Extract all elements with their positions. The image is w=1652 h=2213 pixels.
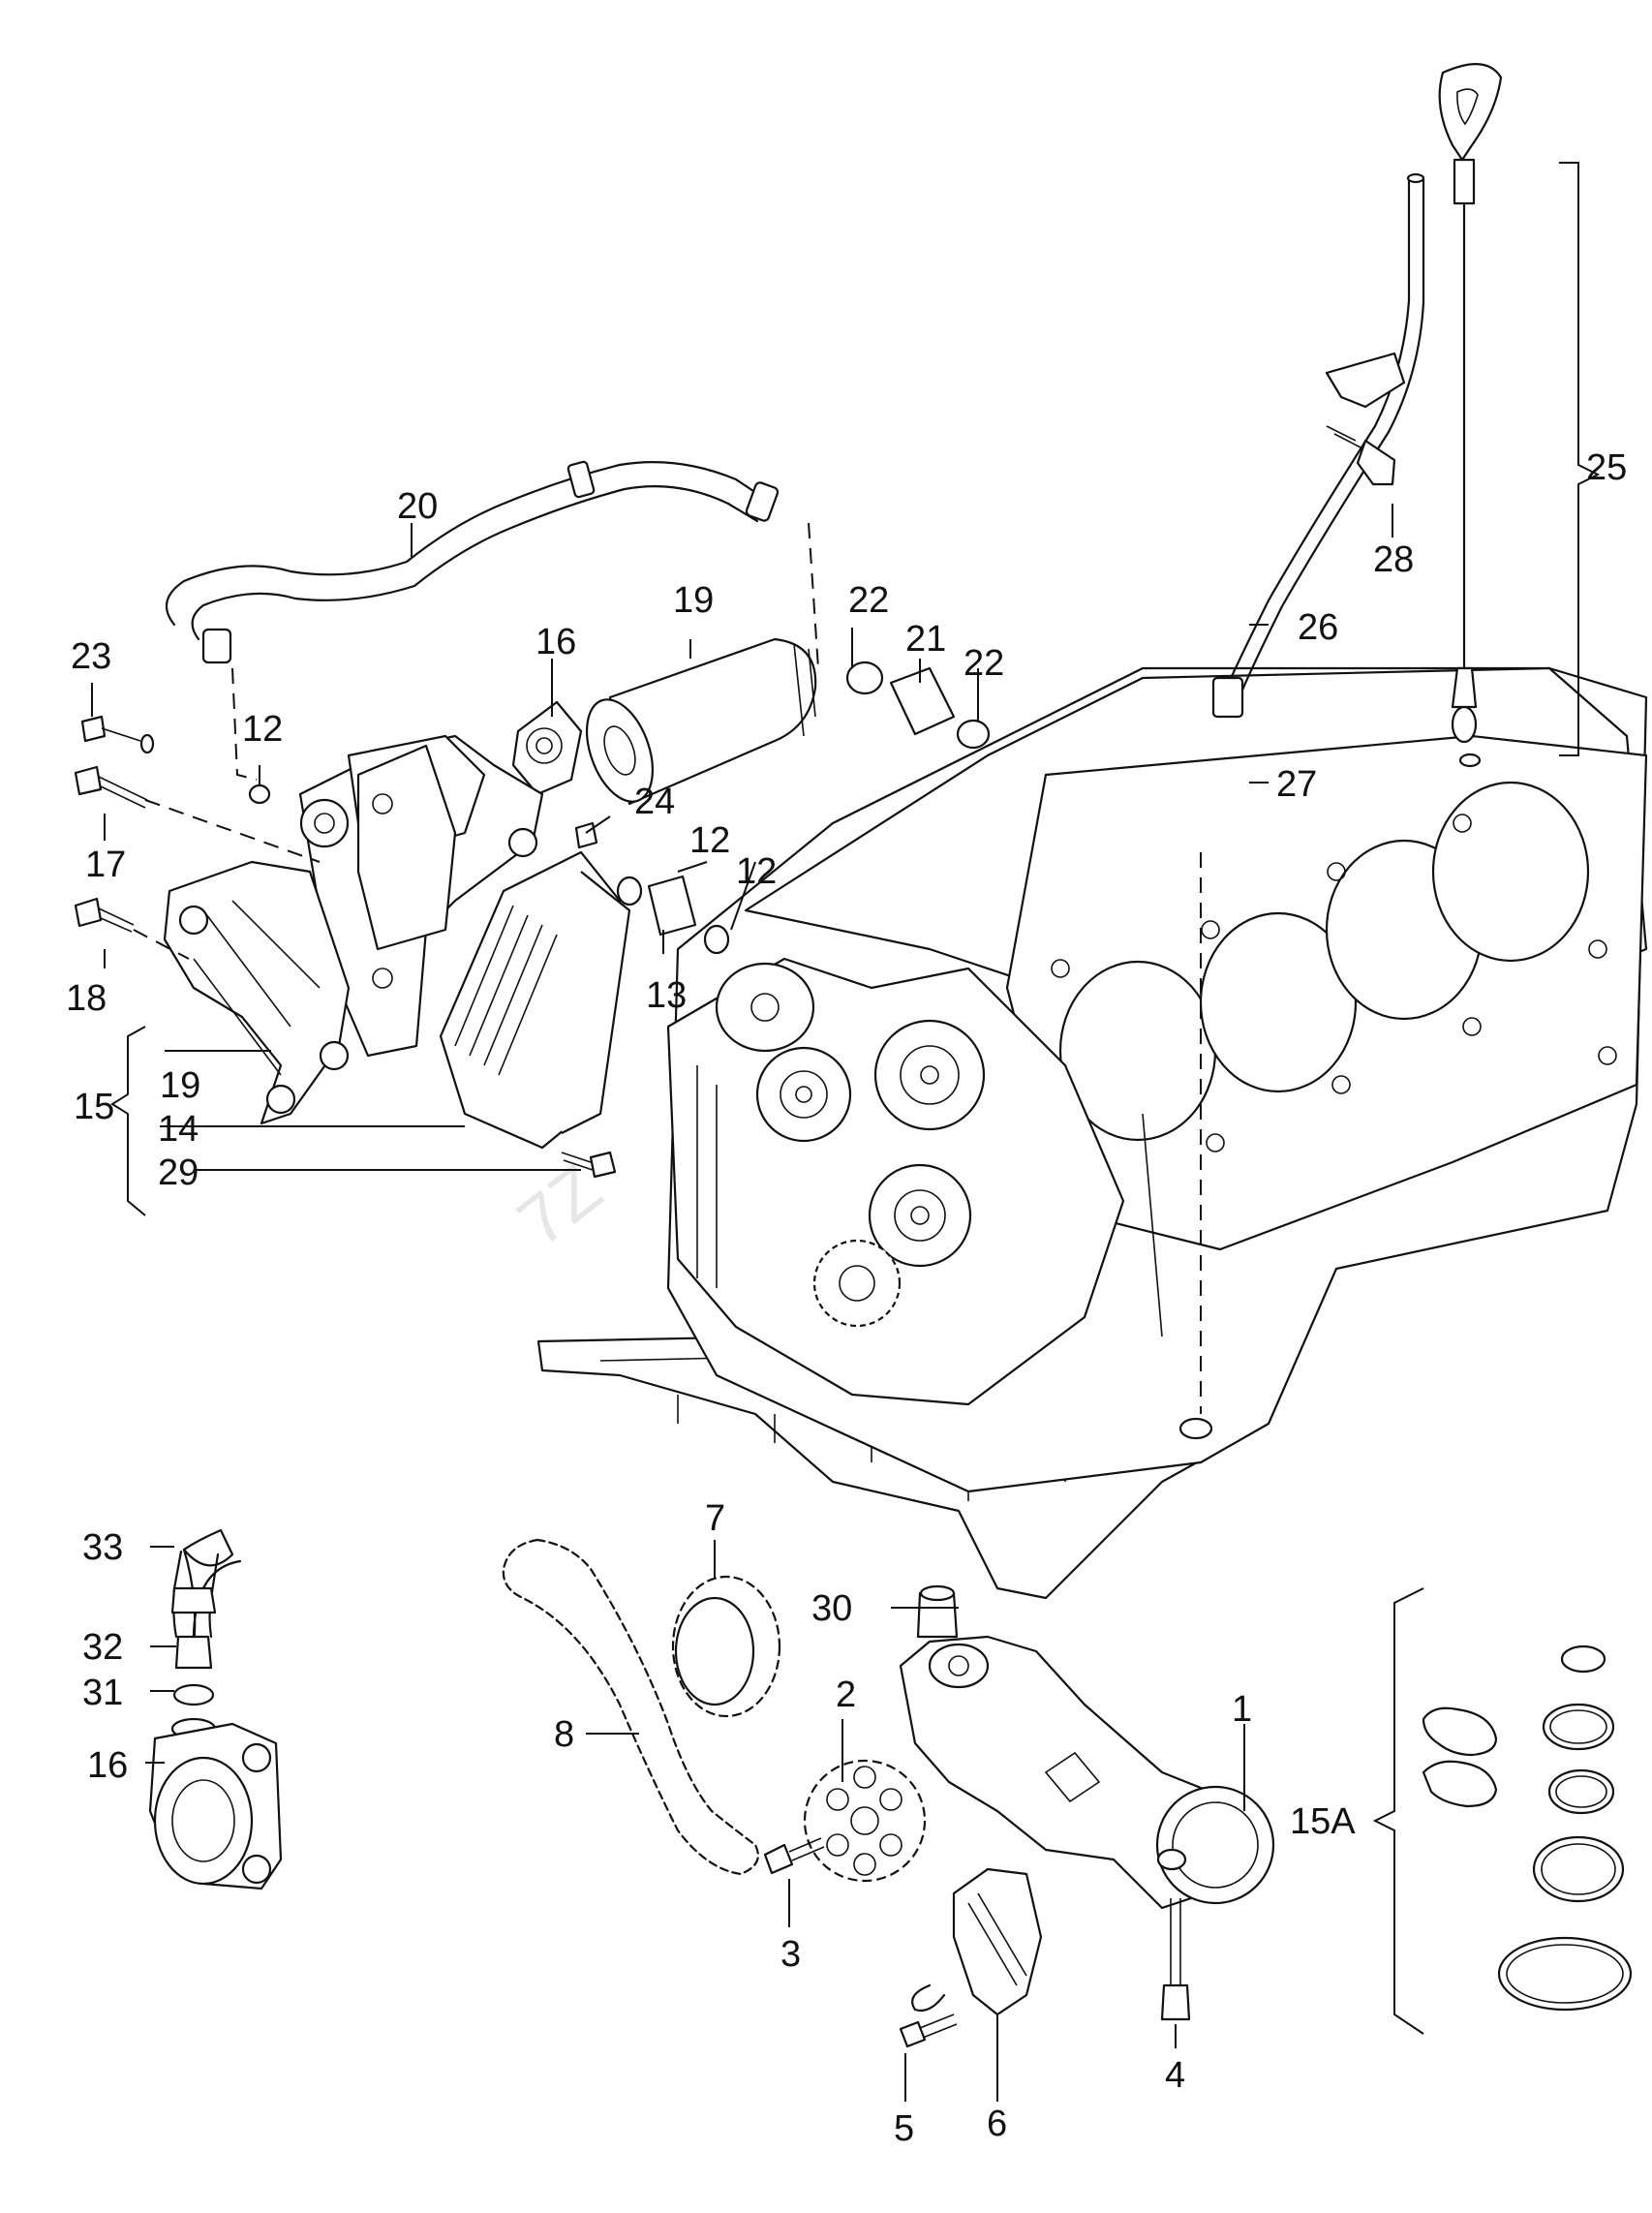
callout-25: 25 bbox=[1586, 447, 1627, 488]
callout-24: 24 bbox=[634, 782, 675, 822]
dipstick-guide-tube bbox=[1200, 172, 1425, 1414]
bolts bbox=[74, 715, 617, 1179]
callout-28: 28 bbox=[1373, 539, 1414, 580]
bolt-3 bbox=[763, 1837, 825, 1875]
bracket-25 bbox=[1559, 162, 1601, 756]
callout-labels: 1 2 3 4 5 6 7 8 12 12 12 13 14 15 15A 16… bbox=[66, 447, 1627, 2149]
callout-22-b: 22 bbox=[964, 643, 1004, 684]
callout-15: 15 bbox=[74, 1087, 114, 1127]
callout-12-c: 12 bbox=[736, 851, 777, 892]
oil-pump bbox=[899, 1635, 1275, 1910]
callout-5: 5 bbox=[894, 2108, 914, 2149]
callout-15a: 15A bbox=[1290, 1801, 1356, 1842]
callout-13: 13 bbox=[646, 975, 687, 1016]
callout-2: 2 bbox=[836, 1675, 856, 1715]
leader-lines bbox=[91, 504, 1393, 2102]
oil-filter-flange bbox=[511, 700, 583, 796]
callout-16-b: 16 bbox=[87, 1745, 128, 1786]
bolt-5 bbox=[899, 2013, 958, 2048]
callout-14: 14 bbox=[158, 1109, 199, 1150]
oil-cooler-housing bbox=[298, 734, 544, 1058]
engine-block bbox=[536, 666, 1648, 1600]
callout-7: 7 bbox=[705, 1498, 725, 1539]
chain-tensioner-6 bbox=[911, 1867, 1043, 2016]
bushing-30 bbox=[916, 1584, 959, 1639]
callout-29: 29 bbox=[158, 1153, 199, 1193]
callout-3: 3 bbox=[780, 1934, 801, 1975]
callout-18: 18 bbox=[66, 978, 107, 1019]
bracket-15a bbox=[1372, 1587, 1424, 2035]
callout-27: 27 bbox=[1276, 764, 1317, 805]
callout-17: 17 bbox=[85, 845, 126, 885]
cylinder-bore bbox=[1431, 781, 1590, 963]
callout-19-a: 19 bbox=[673, 580, 714, 621]
callout-20: 20 bbox=[397, 486, 438, 527]
callout-6: 6 bbox=[987, 2104, 1007, 2144]
callout-23: 23 bbox=[71, 636, 111, 677]
callout-4: 4 bbox=[1165, 2055, 1185, 2096]
chain-sprocket-7 bbox=[671, 1575, 781, 1718]
bolt-4 bbox=[1160, 1898, 1191, 2021]
callout-1: 1 bbox=[1232, 1689, 1252, 1730]
callout-12-b: 12 bbox=[689, 820, 730, 861]
callout-12-a: 12 bbox=[242, 709, 283, 750]
callout-33: 33 bbox=[82, 1527, 123, 1568]
callout-16-a: 16 bbox=[535, 622, 576, 662]
callout-26: 26 bbox=[1298, 607, 1338, 648]
callout-22-a: 22 bbox=[848, 580, 889, 621]
callout-19-b: 19 bbox=[160, 1065, 200, 1106]
timing-chain bbox=[502, 1538, 759, 1876]
callout-32: 32 bbox=[82, 1627, 123, 1668]
callout-30: 30 bbox=[811, 1588, 852, 1629]
pump-sprocket-2 bbox=[803, 1759, 927, 1883]
callout-21: 21 bbox=[905, 619, 946, 660]
oil-cooler bbox=[439, 850, 631, 1150]
engine-bracket bbox=[163, 860, 351, 1125]
bracket-15 bbox=[110, 1026, 146, 1216]
cylinder-bore bbox=[1199, 911, 1358, 1093]
dipstick bbox=[1438, 63, 1503, 768]
oil-filter-bracket-assembly bbox=[148, 1528, 283, 1890]
callout-31: 31 bbox=[82, 1673, 123, 1713]
oil-filter bbox=[586, 637, 817, 806]
breather-hose bbox=[165, 460, 991, 781]
callout-8: 8 bbox=[554, 1714, 574, 1755]
o-ring-kit bbox=[1422, 1644, 1633, 2012]
